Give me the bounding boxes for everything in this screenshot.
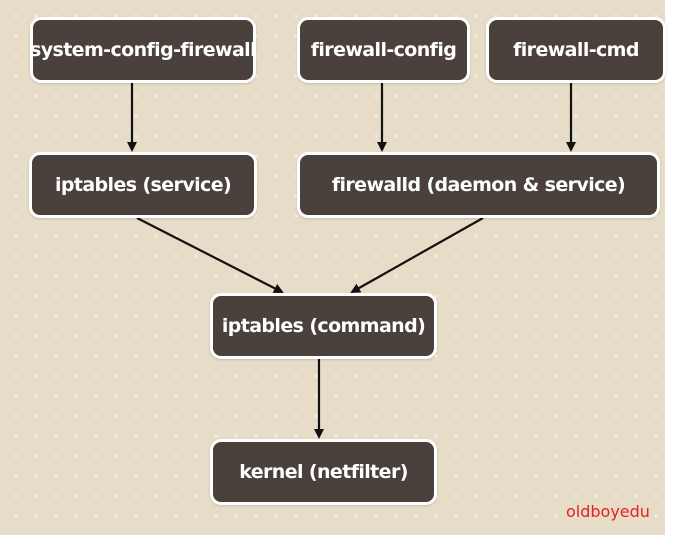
watermark-text: oldboyedu	[566, 502, 650, 521]
node-firewall-config: firewall-config	[297, 17, 470, 83]
node-firewall-cmd: firewall-cmd	[486, 17, 666, 83]
edge-firewalld-to-iptables-command	[350, 217, 484, 293]
edge-iptables-service-to-iptables-command	[136, 217, 284, 293]
node-firewalld-daemon-service: firewalld (daemon & service)	[297, 152, 660, 218]
node-kernel-netfilter: kernel (netfilter)	[210, 439, 437, 505]
diagram-canvas: system-config-firewall firewall-config f…	[0, 0, 666, 535]
node-iptables-command: iptables (command)	[210, 293, 437, 359]
node-system-config-firewall: system-config-firewall	[30, 17, 257, 83]
node-iptables-service: iptables (service)	[29, 152, 257, 218]
